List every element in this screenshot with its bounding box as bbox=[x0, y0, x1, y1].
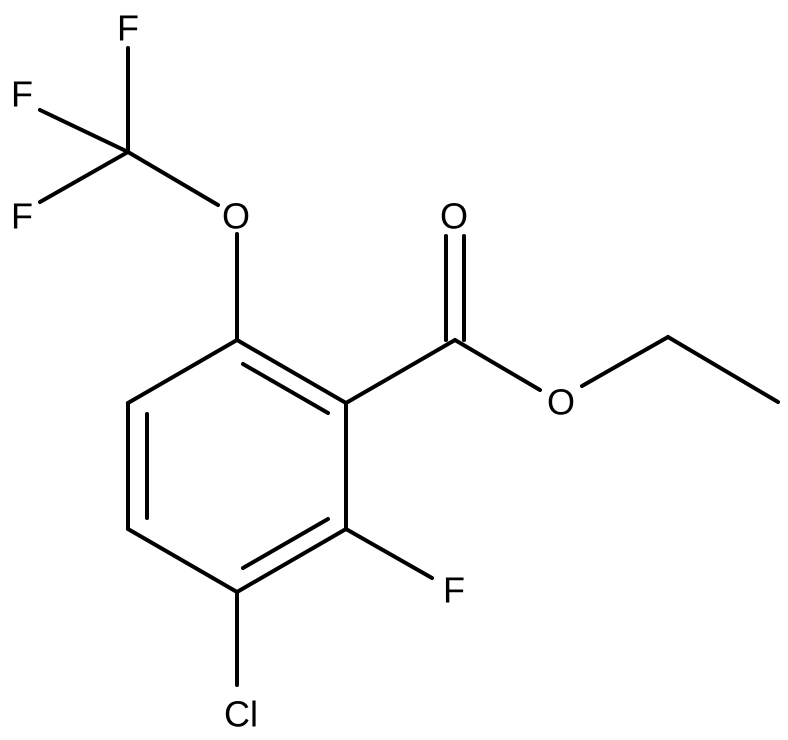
bond-ring-4 bbox=[126, 527, 239, 594]
atom-o-ester: O bbox=[547, 382, 575, 423]
atom-f-bottom: F bbox=[11, 196, 33, 237]
bond-cf3-f-bottom bbox=[38, 150, 130, 204]
atom-f-ring: F bbox=[443, 570, 465, 611]
bond-cf3-o bbox=[126, 150, 220, 207]
bonds bbox=[38, 46, 780, 687]
bond-ring-1-inner bbox=[241, 362, 330, 415]
bond-ring-3-inner bbox=[241, 517, 330, 570]
atom-f-top: F bbox=[117, 8, 139, 49]
bond-c-o-ester bbox=[453, 338, 542, 392]
atom-o-ether: O bbox=[222, 196, 250, 237]
atom-f-left: F bbox=[11, 74, 33, 115]
bond-ring-1 bbox=[235, 338, 348, 405]
bond-ch2-ch3 bbox=[666, 335, 780, 404]
bond-ring-3 bbox=[235, 527, 348, 594]
atom-o-carbonyl: O bbox=[440, 196, 468, 237]
bond-ring-6 bbox=[126, 338, 239, 405]
bond-ring-f bbox=[344, 527, 434, 580]
bond-cf3-f-left bbox=[38, 108, 130, 154]
bond-ring-carbonyl-c bbox=[344, 338, 457, 405]
bond-o-ch2 bbox=[580, 335, 670, 388]
atom-cl: Cl bbox=[224, 694, 258, 735]
atom-labels: F F F O O O F Cl bbox=[11, 8, 575, 735]
